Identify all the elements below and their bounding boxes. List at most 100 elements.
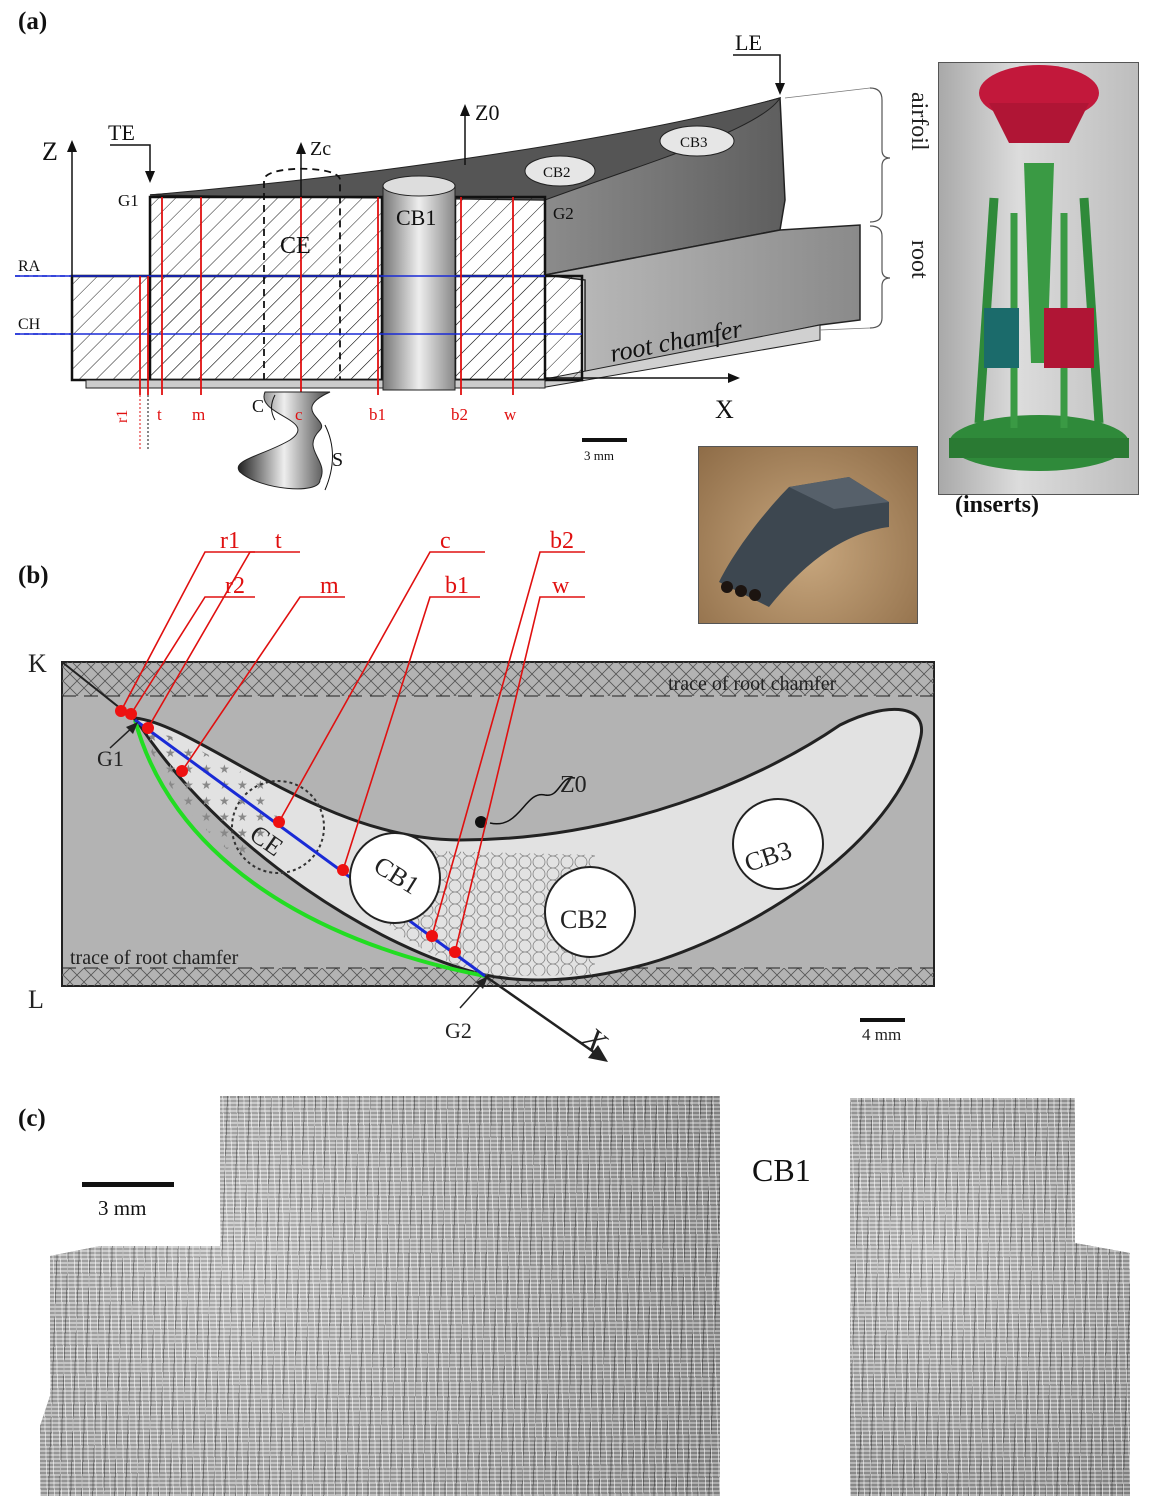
g1-arrowhead bbox=[126, 722, 138, 734]
scale-bar-a-label: 3 mm bbox=[584, 448, 614, 463]
cb3-label-a: CB3 bbox=[680, 135, 708, 151]
root-body bbox=[544, 224, 861, 376]
g1-label-b: G1 bbox=[97, 746, 124, 771]
z0-label-b: Z0 bbox=[560, 772, 587, 798]
callout-points bbox=[115, 705, 461, 958]
callout-r2: r2 bbox=[225, 573, 245, 599]
corner-k: K bbox=[28, 649, 47, 678]
blade-illustration bbox=[719, 477, 889, 607]
le-arrowhead bbox=[775, 83, 785, 95]
callout-b1: b1 bbox=[445, 573, 469, 599]
airfoil-guide-top bbox=[784, 87, 871, 99]
base-plate-right bbox=[454, 379, 546, 389]
callout-lines bbox=[120, 551, 585, 953]
section-b2-label: b2 bbox=[451, 405, 468, 424]
root-bracket-label: root bbox=[906, 240, 932, 279]
panel-b-diagram: ★ bbox=[28, 528, 935, 1062]
cb2-ellipse bbox=[524, 155, 596, 187]
cb2-circle bbox=[544, 866, 636, 958]
cb1-label-c: CB1 bbox=[752, 1152, 811, 1188]
x-arrow bbox=[728, 373, 740, 383]
inserts-photo bbox=[938, 62, 1139, 495]
micrograph-left bbox=[40, 1096, 720, 1496]
selector-c-label: C bbox=[252, 396, 264, 416]
chamfer-trace-top bbox=[62, 662, 934, 696]
airfoil-bracket-label: airfoil bbox=[906, 92, 932, 151]
te-pointer bbox=[110, 144, 151, 175]
x-axis-b-arrow bbox=[588, 1045, 608, 1062]
panel-a-diagram: Z X Z0 Zc TE LE G1 G2 RA CH CE CB1 CB2 C… bbox=[15, 30, 932, 491]
corner-l: L bbox=[28, 985, 44, 1014]
z0-label: Z0 bbox=[475, 100, 499, 125]
z-arrow bbox=[67, 140, 77, 152]
airfoil-bracket bbox=[869, 87, 891, 223]
trace-top-label: trace of root chamfer bbox=[668, 673, 837, 695]
cb2-label-a: CB2 bbox=[543, 165, 571, 181]
le-pointer bbox=[733, 54, 781, 85]
callout-c: c bbox=[440, 528, 451, 554]
scale-bar-c bbox=[82, 1182, 174, 1187]
trace-bottom-label: trace of root chamfer bbox=[70, 947, 239, 969]
section-b1-label: b1 bbox=[369, 405, 386, 424]
te-arrowhead bbox=[145, 171, 155, 183]
airfoil-section-g1 bbox=[148, 195, 384, 382]
g1-label-a: G1 bbox=[118, 191, 139, 210]
cb1-cylinder-top bbox=[382, 175, 456, 197]
ra-label: RA bbox=[18, 258, 41, 275]
x-axis-label: X bbox=[715, 395, 734, 424]
zc-label: Zc bbox=[310, 138, 331, 160]
inserts-illustration bbox=[949, 65, 1129, 471]
scale-bar-b-label: 4 mm bbox=[862, 1025, 901, 1044]
z0-arrow bbox=[460, 104, 470, 116]
cb1-circle bbox=[349, 832, 441, 924]
green-boundary bbox=[133, 719, 486, 978]
z0-point bbox=[475, 816, 487, 828]
g2-label-b: G2 bbox=[445, 1018, 472, 1043]
te-label: TE bbox=[108, 120, 135, 145]
grain-selector bbox=[237, 391, 331, 490]
section-w-label: w bbox=[504, 405, 517, 424]
base-plate bbox=[85, 379, 387, 389]
micrograph-right bbox=[850, 1098, 1130, 1496]
g2-arrowhead bbox=[476, 976, 488, 989]
cb1-cylinder bbox=[382, 184, 456, 391]
ce-dashed-region bbox=[263, 167, 341, 380]
ce-star-region bbox=[140, 725, 280, 860]
section-t-label: t bbox=[157, 405, 162, 424]
blade-photo bbox=[698, 446, 918, 624]
section-m-label: m bbox=[192, 405, 205, 424]
section-c-label: c bbox=[295, 405, 303, 424]
x-axis-b bbox=[484, 974, 599, 1057]
z0-leader bbox=[489, 777, 576, 825]
panel-c-label: (c) bbox=[18, 1105, 46, 1132]
g2-label-a: G2 bbox=[553, 204, 574, 223]
airfoil-section-g2 bbox=[453, 195, 547, 382]
root-bracket bbox=[869, 225, 891, 329]
panel-a-label: (a) bbox=[18, 8, 48, 35]
le-label: LE bbox=[735, 30, 762, 55]
cb3-ellipse bbox=[659, 125, 735, 157]
callout-r1: r1 bbox=[220, 528, 240, 554]
blade-profile bbox=[132, 707, 923, 982]
callout-b2: b2 bbox=[550, 528, 574, 554]
callout-t: t bbox=[275, 528, 282, 554]
section-r1-r2-label: r1 bbox=[114, 410, 131, 423]
callout-m: m bbox=[320, 573, 339, 599]
zc-arrow bbox=[296, 142, 306, 154]
x-axis-label-b: X bbox=[574, 1018, 615, 1060]
inserts-caption: (inserts) bbox=[955, 492, 1039, 518]
z-axis-label: Z bbox=[42, 137, 58, 166]
cb1-label-a: CB1 bbox=[396, 205, 436, 230]
cb2-label-b: CB2 bbox=[560, 905, 608, 934]
root-guide-bottom bbox=[819, 327, 871, 331]
ch-label: CH bbox=[18, 316, 41, 333]
callout-w: w bbox=[552, 573, 570, 599]
section-lines bbox=[139, 197, 514, 395]
scale-bar-c-label: 3 mm bbox=[98, 1196, 147, 1220]
c-bracket bbox=[271, 394, 276, 421]
panel-b-label: (b) bbox=[18, 562, 49, 589]
ce-label-a: CE bbox=[280, 233, 311, 259]
cb3-circle bbox=[732, 798, 824, 890]
s-bracket bbox=[324, 424, 333, 491]
selector-s-label: S bbox=[332, 449, 343, 471]
